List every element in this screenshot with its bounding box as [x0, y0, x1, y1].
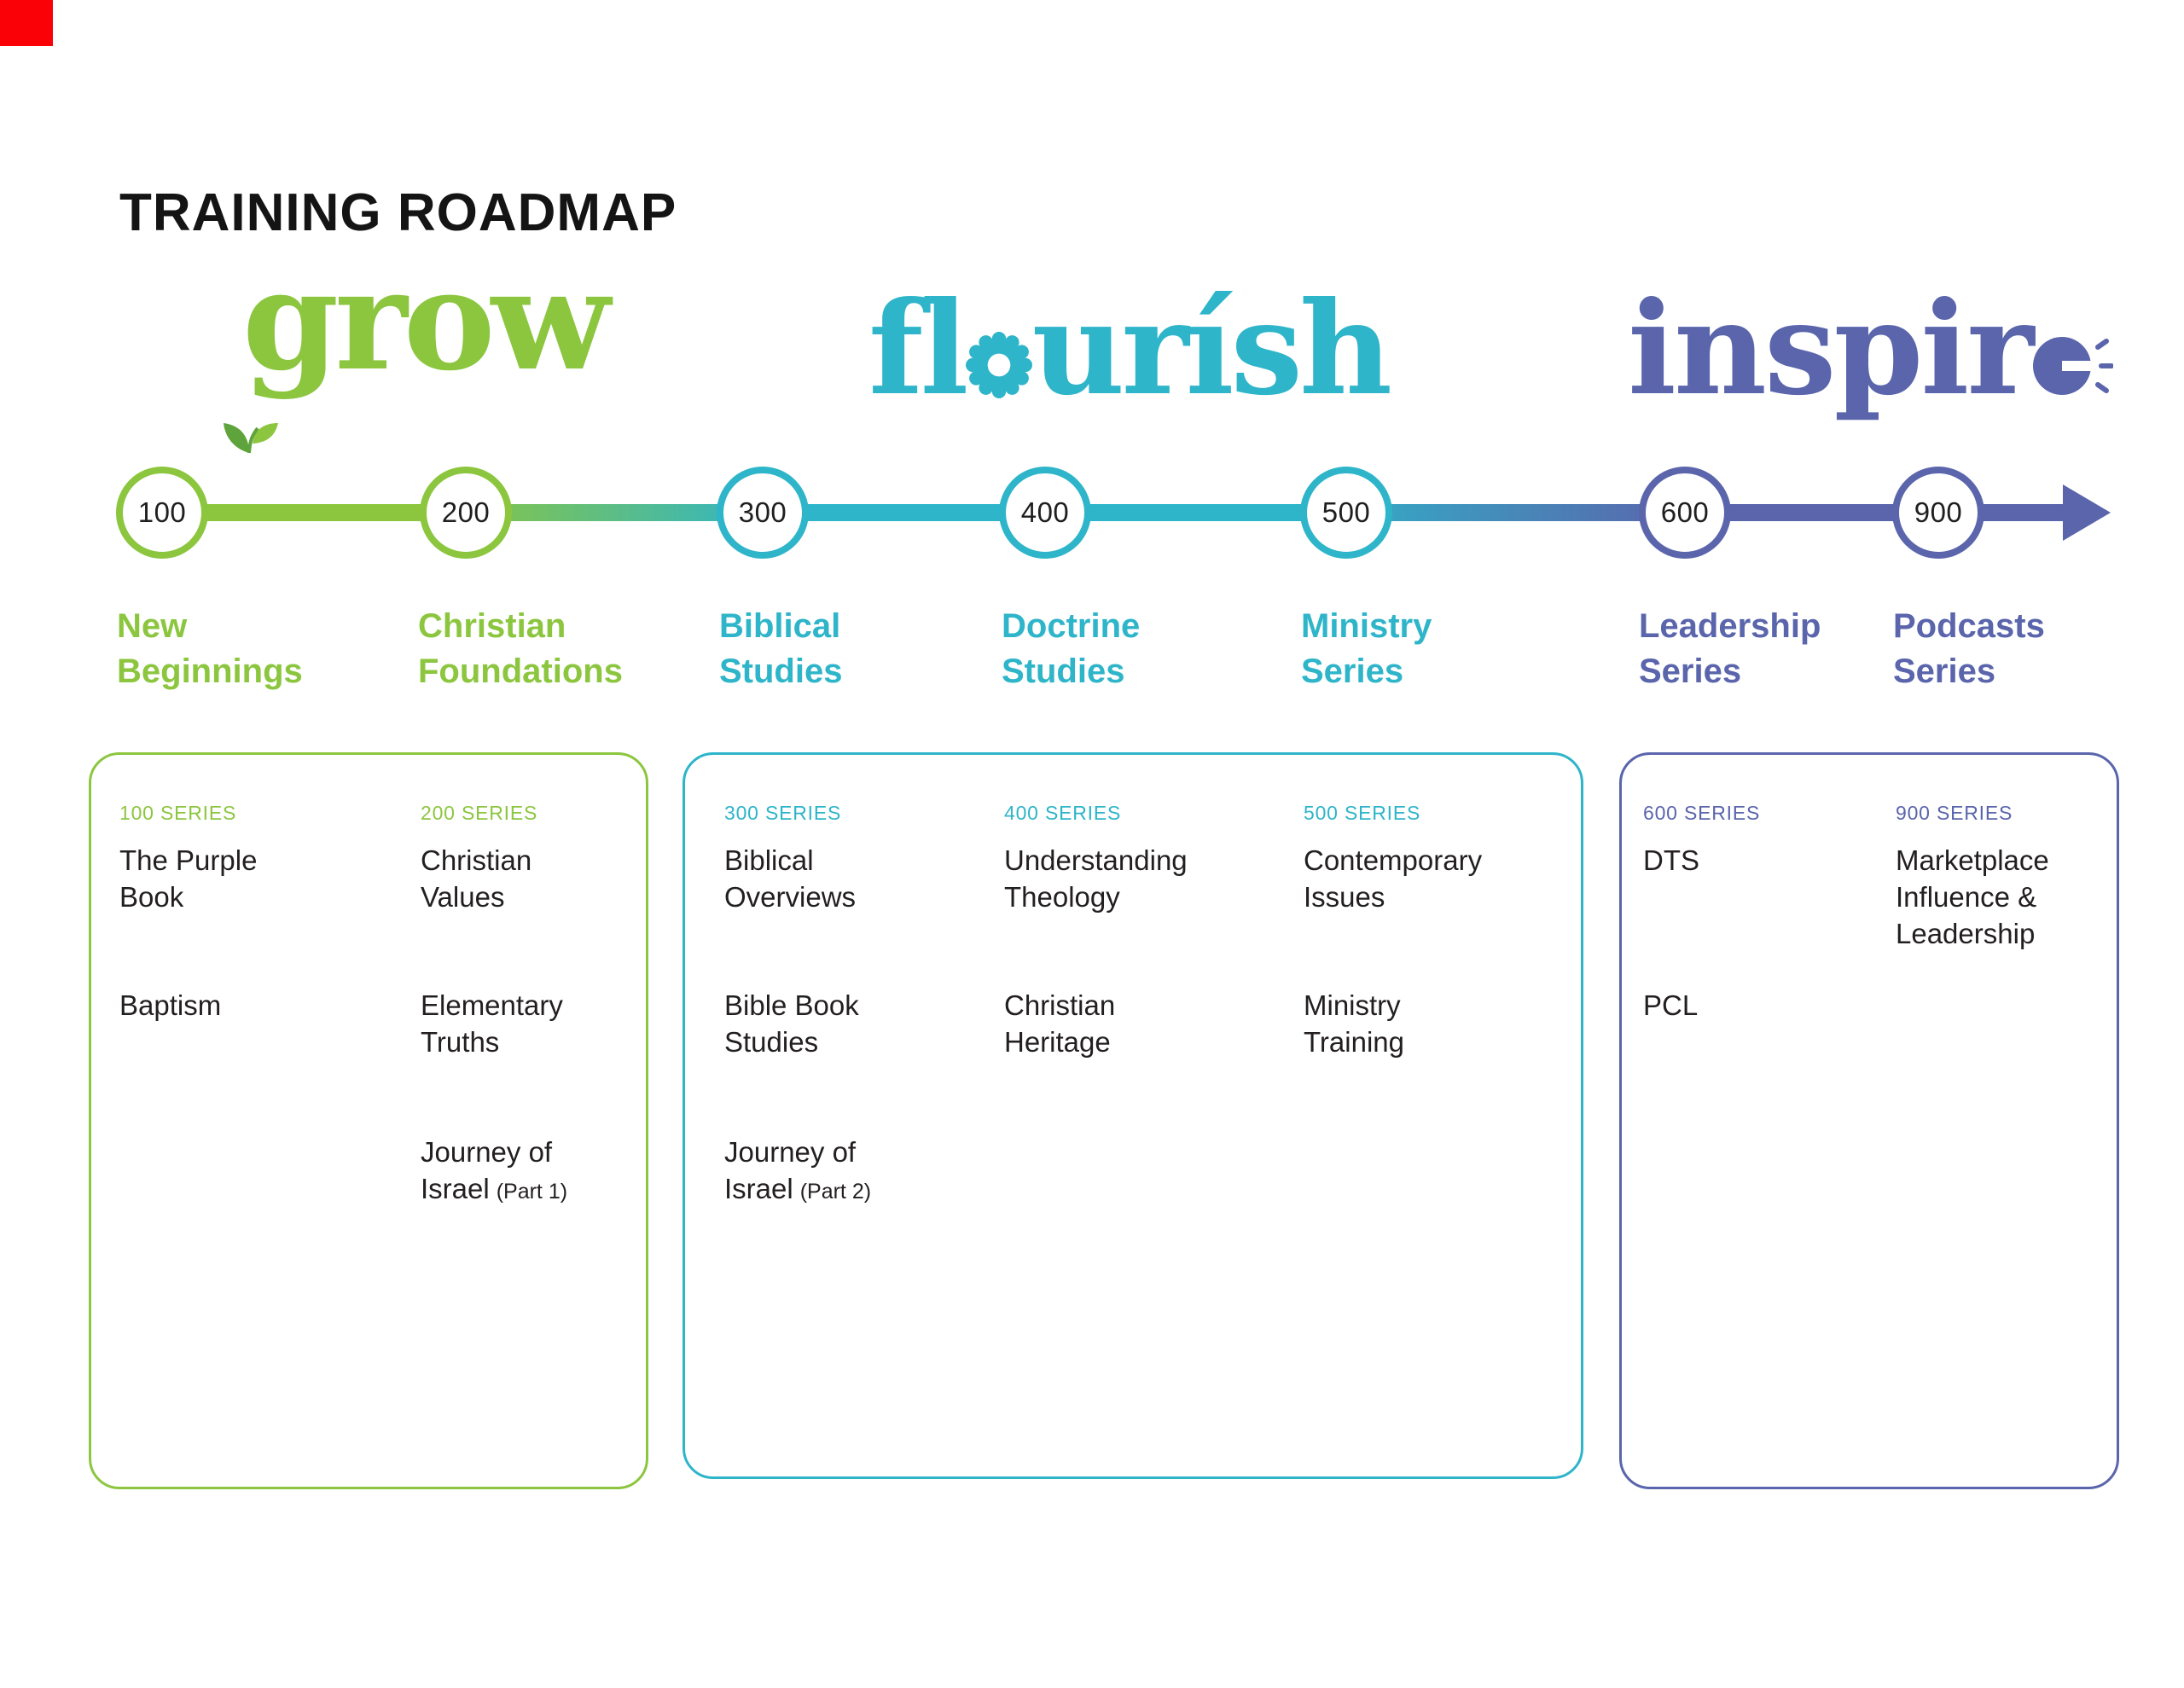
course-item: DTS [1643, 844, 1699, 876]
course-item: PCL [1643, 989, 1699, 1021]
course-item: Ministry Training [1304, 989, 1404, 1058]
timeline-arrowhead [2063, 484, 2111, 541]
course-item: Baptism [119, 989, 222, 1021]
grow-series-box: 100 SERIES The Purple Book Baptism 200 S… [89, 752, 648, 1489]
course-item-part-note: (Part 1) [496, 1179, 568, 1204]
series-label-400: 400 SERIES [1004, 802, 1122, 824]
phase-title-christian-foundations: Christian Foundations [418, 607, 623, 690]
page-title: TRAINING ROADMAP [119, 183, 677, 242]
flourish-series-box: 300 SERIES Biblical Overviews Bible Book… [682, 752, 1583, 1479]
series-label-200: 200 SERIES [421, 802, 538, 824]
grow-logo: grow [242, 252, 610, 390]
node-100-number: 100 [137, 496, 187, 528]
node-400-number: 400 [1020, 496, 1070, 528]
series-label-300: 300 SERIES [724, 802, 842, 824]
course-item: Christian Values [421, 844, 532, 913]
node-200-number: 200 [441, 496, 491, 528]
phase-title-podcasts-series: Podcasts Series [1893, 607, 2045, 690]
course-item-part-note: (Part 2) [799, 1179, 872, 1204]
phase-title-biblical-studies: Biblical Studies [719, 607, 843, 690]
phase-title-leadership-series: Leadership Series [1639, 607, 1821, 690]
flourish-logo-text-pre: fl [868, 274, 968, 424]
node-600-number: 600 [1660, 496, 1710, 528]
inspire-logo-text: inspir [1628, 274, 2034, 424]
course-item: Christian Heritage [1004, 989, 1116, 1058]
column-400-series: 400 SERIES Understanding Theology Christ… [1004, 755, 1252, 1476]
red-corner-flag [0, 0, 53, 46]
node-500-number: 500 [1321, 496, 1371, 528]
column-200-series: 200 SERIES Christian Values Elementary T… [421, 755, 625, 1487]
node-300-number: 300 [738, 496, 787, 528]
phase-title-doctrine-studies: Doctrine Studies [1002, 607, 1141, 690]
course-item: Journey of Israel(Part 1) [421, 1136, 568, 1204]
series-label-100: 100 SERIES [119, 802, 237, 824]
column-300-series: 300 SERIES Biblical Overviews Bible Book… [724, 755, 946, 1476]
column-600-series: 600 SERIES DTS PCL [1643, 755, 1856, 1487]
node-900-number: 900 [1914, 496, 1963, 528]
course-item: Marketplace Influence & Leadership [1896, 844, 2049, 949]
node-600: 600 [1639, 467, 1731, 559]
speaker-e-icon [2033, 337, 2115, 395]
flower-o-icon [965, 332, 1032, 398]
node-900: 900 [1892, 467, 1984, 559]
series-label-500: 500 SERIES [1304, 802, 1421, 824]
flourish-logo-text-post: urísh [1031, 274, 1393, 424]
column-900-series: 900 SERIES Marketplace Influence & Leade… [1896, 755, 2109, 1487]
node-500: 500 [1300, 467, 1392, 559]
course-item: Journey of Israel(Part 2) [724, 1136, 872, 1204]
column-500-series: 500 SERIES Contemporary Issues Ministry … [1304, 755, 1551, 1476]
course-item: Elementary Truths [421, 989, 563, 1058]
timeline-arrow-bar [135, 504, 2073, 521]
inspire-logo: inspir [1628, 285, 2115, 413]
course-item: Understanding Theology [1004, 844, 1188, 913]
course-item: Biblical Overviews [724, 844, 857, 913]
inspire-series-box: 600 SERIES DTS PCL 900 SERIES Marketplac… [1619, 752, 2119, 1489]
column-100-series: 100 SERIES The Purple Book Baptism [119, 755, 324, 1487]
node-400: 400 [999, 467, 1091, 559]
series-label-600: 600 SERIES [1643, 802, 1761, 824]
phase-title-ministry-series: Ministry Series [1301, 607, 1432, 690]
phase-title-new-beginnings: New Beginnings [117, 607, 303, 690]
course-item: The Purple Book [119, 844, 258, 913]
node-300: 300 [717, 467, 809, 559]
node-200: 200 [420, 467, 512, 559]
sprout-icon [224, 423, 278, 454]
course-item: Contemporary Issues [1304, 844, 1483, 913]
node-100: 100 [116, 467, 208, 559]
course-item: Bible Book Studies [724, 989, 859, 1058]
series-label-900: 900 SERIES [1896, 802, 2013, 824]
grow-logo-text: grow [242, 240, 610, 402]
